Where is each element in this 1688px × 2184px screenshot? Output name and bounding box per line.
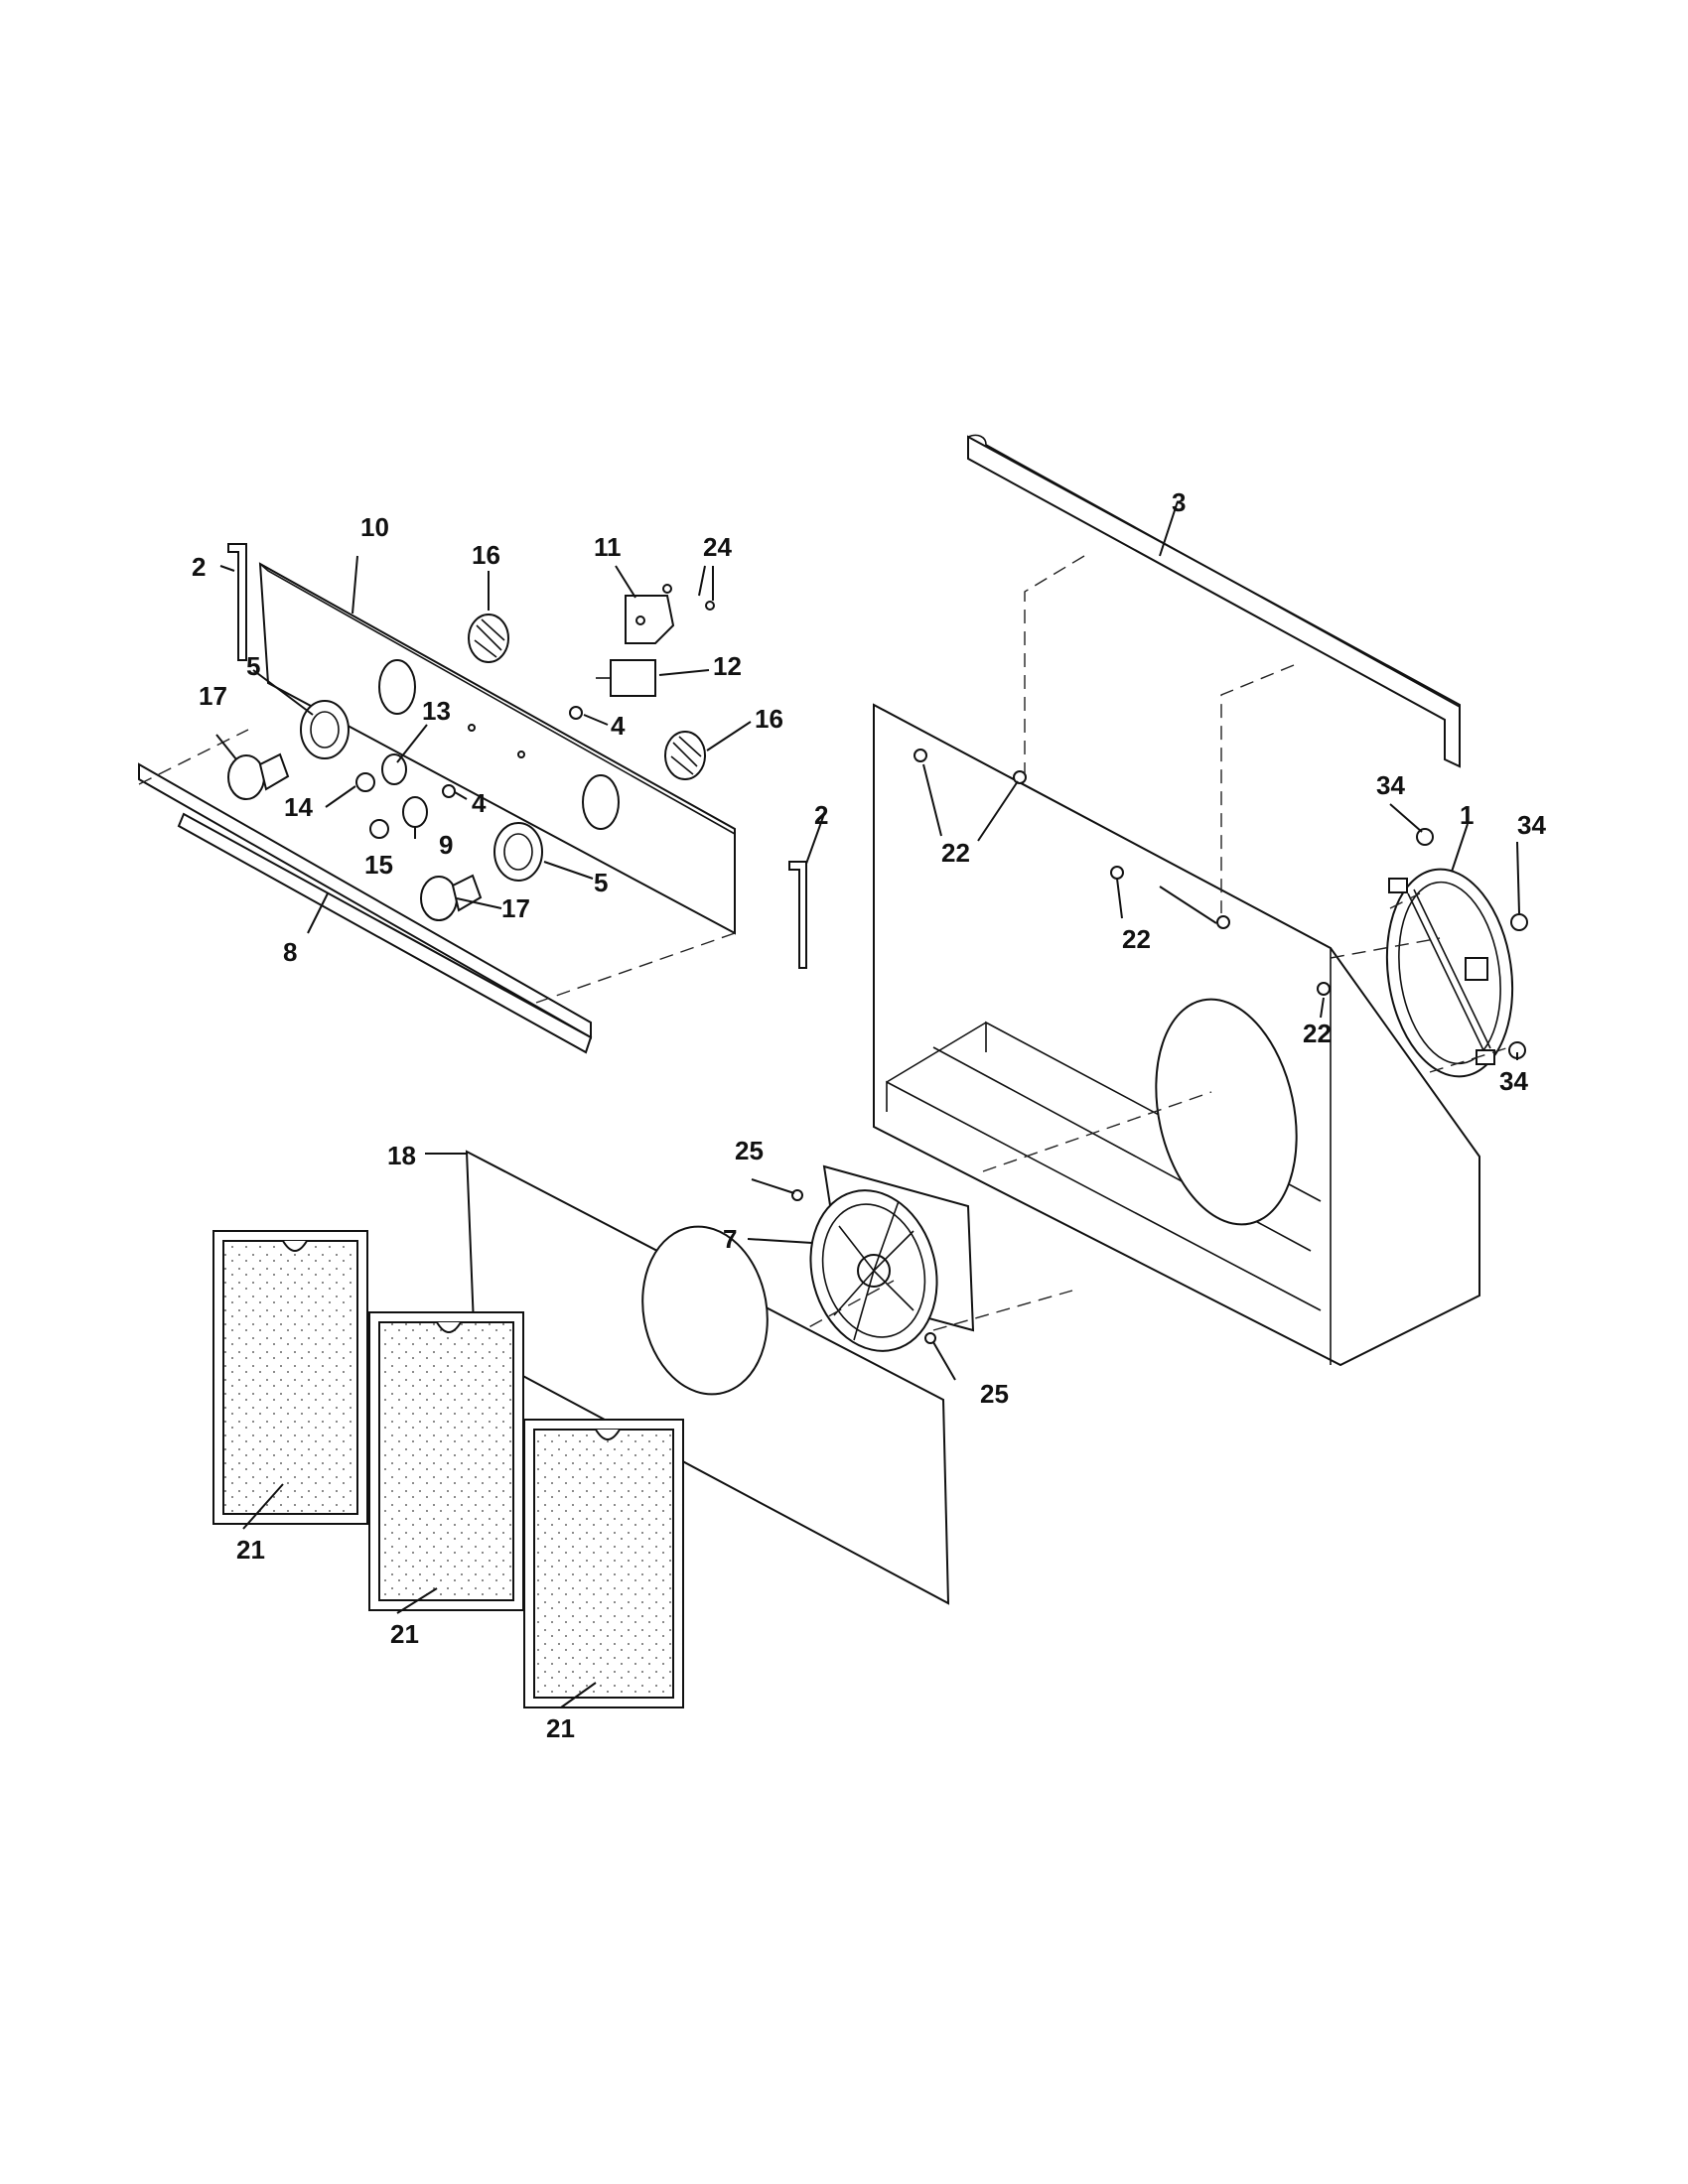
callout-8: 8 [283,937,297,967]
callout-5-left: 5 [246,651,260,681]
callout-17-left: 17 [199,681,227,711]
callout-12: 12 [713,651,742,681]
callout-4-lower: 4 [472,788,487,818]
part-7-blower-fan [809,1164,975,1352]
callout-17-right: 17 [501,893,530,923]
callout-15: 15 [364,850,393,880]
callout-16-lower: 16 [755,704,783,734]
leader-lines [215,500,1520,1708]
part-13-knob [381,753,407,785]
callout-1: 1 [1460,800,1474,830]
part-3-trim-channel [967,434,1461,768]
callout-5-right: 5 [594,868,608,897]
part-4-nut-b [442,784,456,798]
callout-9: 9 [439,830,453,860]
callout-14: 14 [284,792,313,822]
callout-16-upper: 16 [472,540,500,570]
part-11-transformer [625,595,675,644]
callout-21-left: 21 [236,1535,265,1565]
callout-34-lower: 34 [1499,1066,1528,1096]
callout-25-upper: 25 [735,1136,764,1165]
part-17-bulb-right [420,874,483,921]
callout-22-b: 22 [1122,924,1151,954]
part-4-nut-a [569,706,583,720]
stud-22-set [914,749,1331,996]
part-1-damper-ring [1385,868,1514,1078]
part-17-bulb-left [227,752,290,800]
callout-22-a: 22 [941,838,970,868]
part-16-switch-upper [468,614,509,663]
part-14-lens [355,772,375,792]
callout-10: 10 [360,512,389,542]
callout-21-middle: 21 [390,1619,419,1649]
part-25-nut-b [924,1332,936,1344]
part-8-lower-trim [138,762,593,1054]
callout-13: 13 [422,696,451,726]
part-10-control-panel [258,562,736,935]
callout-4-upper: 4 [611,711,626,741]
callout-34-upper-right: 34 [1517,810,1546,840]
hood-housing [873,703,1480,1367]
callout-22-c: 22 [1303,1019,1332,1048]
callout-24: 24 [703,532,732,562]
part-2-bracket-right [788,861,807,969]
part-9-knob [402,796,428,828]
part-21-filter-middle [368,1311,524,1611]
part-24-screw-a [662,584,672,594]
callout-7: 7 [723,1224,737,1254]
part-25-nut-a [791,1189,803,1201]
part-24-screw-b [705,601,715,611]
part-2-bracket-left [227,543,247,661]
callout-2-right: 2 [814,800,828,830]
callout-labels: 1 2 2 3 4 4 5 5 7 8 9 10 11 12 13 14 15 … [192,487,1546,1743]
part-12-switch-block [596,659,656,697]
callout-2-left: 2 [192,552,206,582]
callout-3: 3 [1172,487,1186,517]
part-18-front-panel [465,1150,950,1605]
callout-11: 11 [594,532,622,562]
callout-34-upper-left: 34 [1376,770,1405,800]
part-5-socket-left [300,700,350,759]
part-5-socket-right [493,822,543,882]
callout-25-lower: 25 [980,1379,1009,1409]
callout-18: 18 [387,1141,416,1170]
callout-21-right: 21 [546,1713,575,1743]
part-16-switch-lower [664,731,706,780]
part-21-filter-left [212,1230,368,1525]
part-21-filter-right [523,1419,684,1708]
part-15-lens [369,819,389,839]
